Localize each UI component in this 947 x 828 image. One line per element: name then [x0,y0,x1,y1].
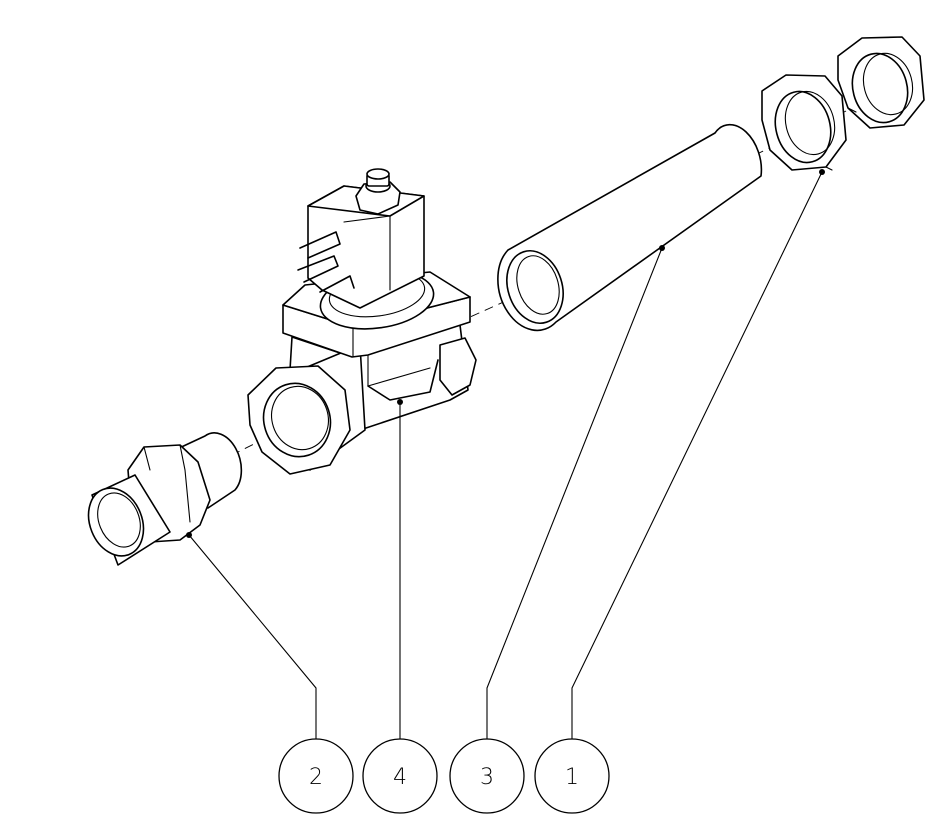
part-4-solenoid-valve [247,168,477,475]
balloon-label-part-4: 4 [393,765,407,790]
leader-part-2 [188,534,317,739]
item-balloons: 2 4 3 1 [278,738,610,814]
balloon-part-1: 1 [534,738,610,814]
leader-dot-part-2 [186,532,192,538]
balloon-part-3: 3 [449,738,525,814]
leader-dot-part-1 [819,169,825,175]
part-3-tube [497,123,763,332]
balloon-label-part-1: 1 [565,765,579,790]
balloon-part-2: 2 [278,738,354,814]
part-1-lock-nut-rear [837,36,925,129]
leader-dot-part-4 [397,399,403,405]
balloon-part-4: 4 [362,738,438,814]
balloon-label-part-3: 3 [480,765,494,790]
balloon-label-part-2: 2 [309,765,323,790]
part-2-hex-nipple [87,432,243,566]
leader-part-1 [571,171,823,739]
leader-dot-part-3 [659,245,665,251]
leader-part-3 [486,247,663,739]
part-1-lock-nut-front [761,74,847,171]
leader-lines [186,169,825,739]
